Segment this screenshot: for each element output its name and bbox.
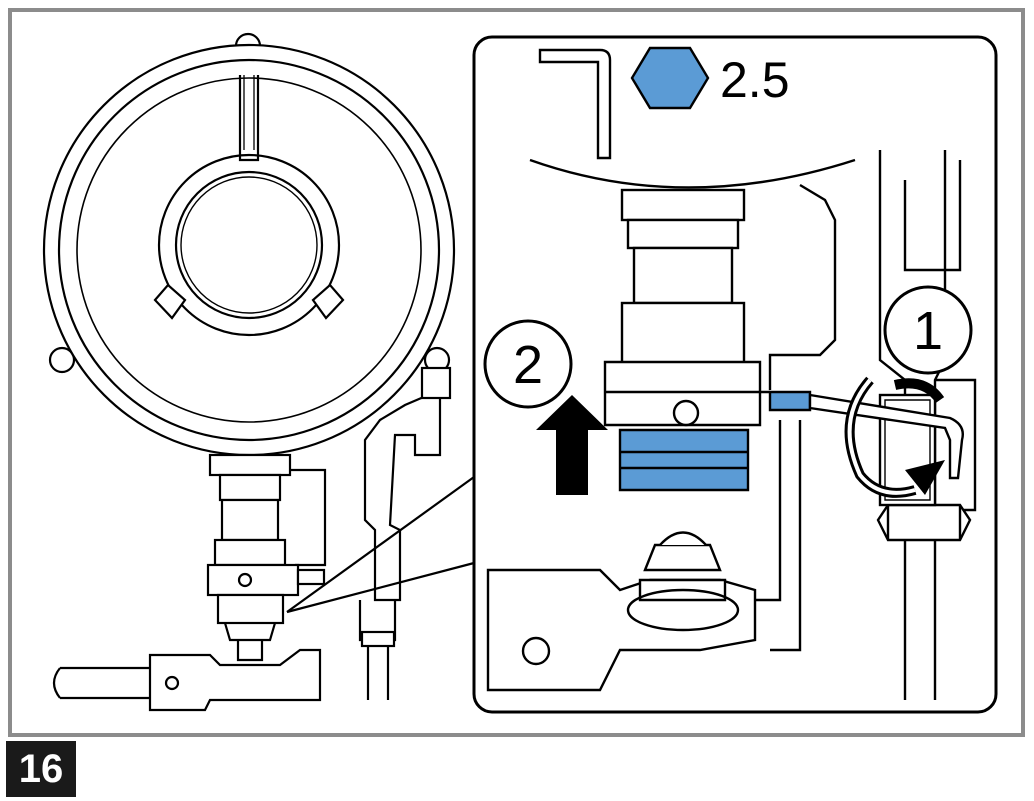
- callout-1-circle: [883, 285, 973, 375]
- hex-size-label: 2.5: [720, 52, 790, 108]
- burner-collar: [157, 153, 341, 337]
- hex-socket-icon: [630, 46, 710, 110]
- callout-2-label: 2: [513, 335, 543, 395]
- callout-1-label: 1: [913, 301, 943, 361]
- step-number-badge: 16: [6, 741, 76, 797]
- zoom-inset: 2.5 2 1: [472, 35, 998, 714]
- blue-adjustment-sleeve: [618, 428, 750, 492]
- mount-tab-left: [48, 346, 76, 374]
- burner-overview: [42, 32, 456, 712]
- hex-key-inserted: [768, 390, 812, 412]
- allen-key-icon: [538, 48, 612, 160]
- callout-2-circle: [483, 319, 573, 409]
- up-arrow-icon: [536, 395, 608, 495]
- zoom-leader-lines: [286, 476, 475, 614]
- rotate-arrow-icon: [844, 376, 945, 498]
